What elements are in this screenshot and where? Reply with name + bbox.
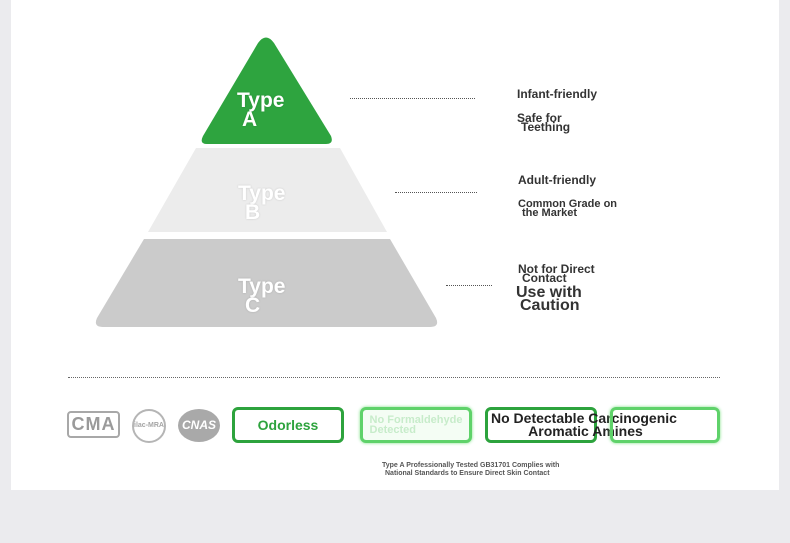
tier-a-desc-line1: Infant-friendly <box>517 87 597 101</box>
tier-c-desc-line3: Use with <box>516 284 582 301</box>
tier-c-shape <box>95 239 438 327</box>
tier-b-desc-line1: Adult-friendly <box>518 173 596 187</box>
no-carcinogenic-amines-badge: No Detectable Carcinogenic Aromatic Amin… <box>485 407 677 443</box>
ilac-mra-logo: ilac-MRA <box>132 409 166 443</box>
tier-c-description: Not for Direct Contact <box>518 262 595 285</box>
amines-badge-line1: No Detectable Carcinogenic <box>491 410 677 426</box>
section-divider <box>68 377 720 378</box>
tier-b-label: Type B <box>238 182 286 224</box>
tier-c-desc-line1: Not for Direct <box>518 262 595 276</box>
footnote: Type A Professionally Tested GB31701 Com… <box>382 462 559 478</box>
formaldehyde-badge-line2: Detected <box>369 424 417 436</box>
leader-line-c <box>446 285 492 286</box>
tier-b-description: Adult-friendly Common Grade on the Marke… <box>518 173 618 219</box>
tier-b-desc-line3: the Market <box>522 207 578 219</box>
cma-logo: CMA <box>67 411 120 438</box>
no-formaldehyde-badge: No Formaldehyde Detected <box>360 407 472 443</box>
tier-a-shape <box>201 37 332 144</box>
tier-c-line1: Type <box>238 275 286 298</box>
tier-b-line2: B <box>245 201 261 224</box>
tier-c-label: Type C <box>238 275 286 317</box>
odorless-badge-label: Odorless <box>257 416 319 433</box>
odorless-badge: Odorless <box>232 407 344 443</box>
tier-a-desc-line2: Safe for <box>517 111 562 125</box>
tier-a-desc-line3: Teething <box>521 120 571 134</box>
footnote-line2: National Standards to Ensure Direct Skin… <box>385 470 550 477</box>
tier-c-desc-line4: Caution <box>520 297 580 314</box>
footnote-line1: Type A Professionally Tested GB31701 Com… <box>382 462 560 469</box>
tier-a-line2: A <box>242 108 258 131</box>
tier-b-shape <box>148 148 387 232</box>
extra-badge-frame <box>610 407 720 443</box>
cnas-logo: CNAS <box>178 409 220 442</box>
tier-c-caution: Use with Caution <box>516 284 582 314</box>
tier-a-line1: Type <box>237 89 285 112</box>
leader-line-b <box>395 192 477 193</box>
tier-a-label: Type A <box>237 89 285 131</box>
tier-b-desc-line2: Common Grade on <box>518 198 618 210</box>
tier-c-desc-line2: Contact <box>522 271 567 285</box>
tier-c-line2: C <box>245 294 261 317</box>
formaldehyde-badge-line1: No Formaldehyde <box>369 414 463 426</box>
tier-b-line1: Type <box>238 182 286 205</box>
leader-line-a <box>350 98 475 99</box>
tier-a-description: Infant-friendly Safe for Teething <box>517 87 597 134</box>
amines-badge-line2: Aromatic Amines <box>528 423 643 439</box>
